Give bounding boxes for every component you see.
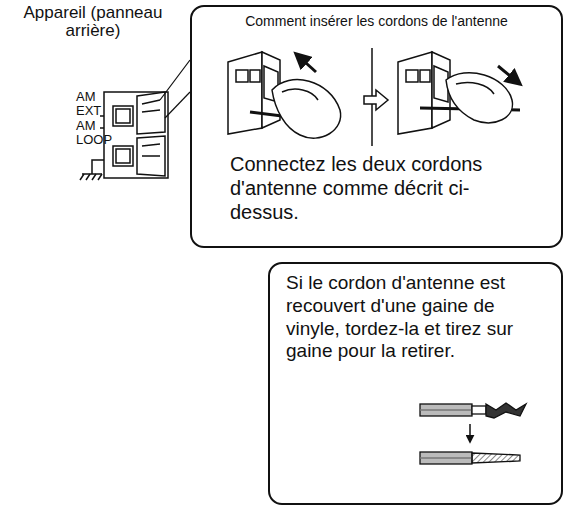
note-box: Si le cordon d'antenne est recouvert d'u… (268, 262, 563, 505)
insert-illustration (228, 48, 388, 146)
leader-line (160, 60, 190, 118)
ground-symbol (80, 160, 104, 180)
terminal-label: AM EXT (76, 90, 101, 117)
callout-heading: Comment insérer les cordons de l'antenne (192, 13, 561, 30)
sheath-illustration (420, 403, 526, 464)
device-label: Appareil (panneau arrière) (8, 4, 178, 40)
callout-body: Connectez les deux cordons d'antenne com… (192, 152, 561, 224)
note-text: Si le cordon d'antenne est recouvert d'u… (270, 272, 561, 363)
instruction-callout: Comment insérer les cordons de l'antenne… (190, 5, 563, 248)
terminal-label: AM LOOP (76, 119, 112, 146)
release-illustration (398, 52, 520, 134)
